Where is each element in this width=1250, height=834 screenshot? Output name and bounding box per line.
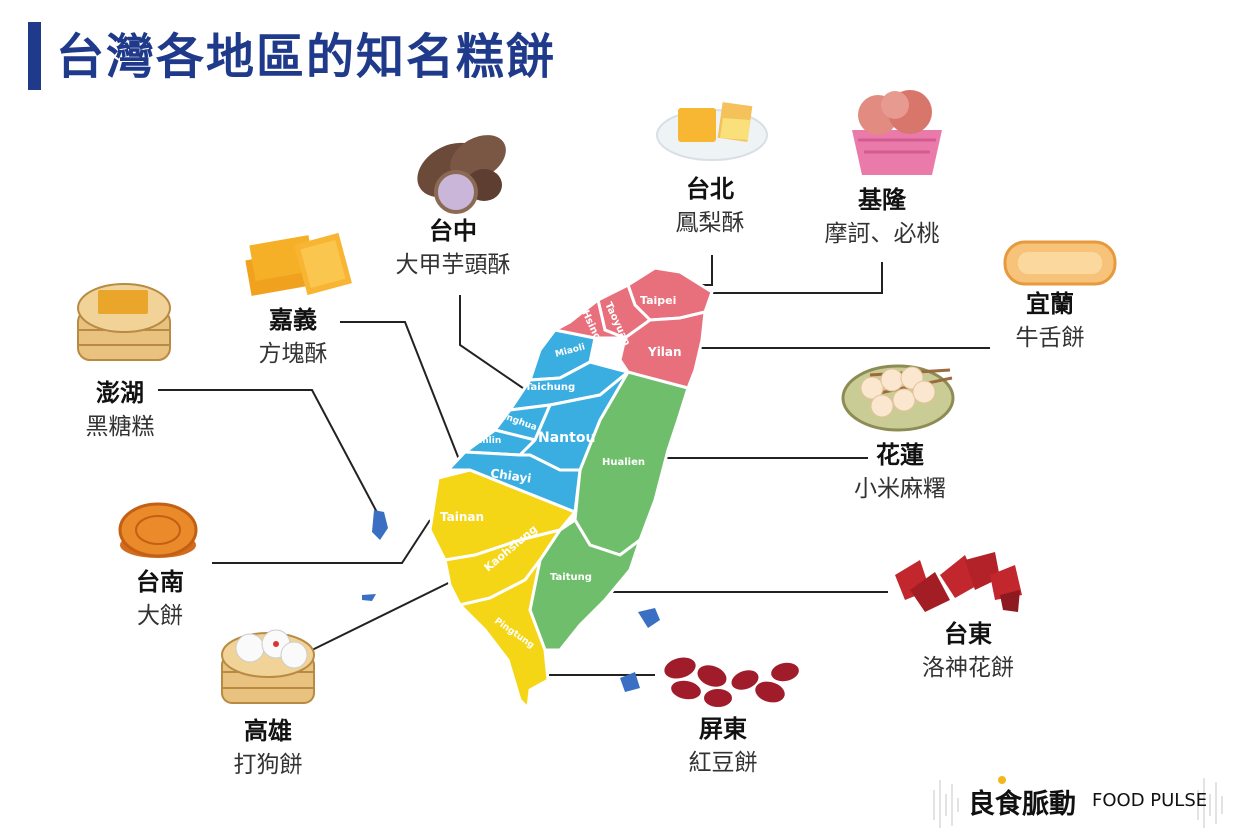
city-name: 台中: [429, 217, 477, 245]
city-name: 台南: [136, 568, 184, 596]
label-keelung: 基隆 摩訶、必桃: [797, 183, 967, 251]
title-accent-bar: [28, 22, 41, 90]
region-label-yunlin: Yunlin: [469, 436, 501, 446]
city-name: 宜蘭: [1026, 290, 1074, 318]
square-cracker-icon: [245, 232, 352, 296]
region-label-hualien: Hualien: [602, 457, 645, 468]
mooncake-icon: [118, 502, 198, 558]
label-taitung: 台東 洛神花餅: [883, 617, 1053, 685]
connector-penghu: [158, 389, 381, 519]
region-label-chiayi: Chiayi: [490, 466, 533, 486]
red-bean-icon: [664, 657, 799, 707]
roselle-icon: [895, 552, 1022, 612]
connector-lines: [158, 255, 990, 676]
label-hualien: 花蓮 小米麻糬: [815, 438, 985, 506]
region-label-tainan: Tainan: [440, 510, 484, 524]
label-pingtung: 屏東 紅豆餅: [638, 712, 808, 780]
region-label-taichung: Taichung: [525, 382, 575, 393]
label-tainan: 台南 大餅: [75, 565, 245, 633]
logo-chinese: 良食脈動: [968, 789, 1076, 820]
logo-english: FOOD PULSE: [1092, 790, 1208, 811]
peach-bun-icon: [852, 90, 942, 175]
region-label-taitung: Taitung: [550, 572, 592, 583]
food-name: 方塊酥: [258, 341, 328, 367]
label-yilan: 宜蘭 牛舌餅: [965, 287, 1135, 355]
city-name: 基隆: [858, 186, 906, 214]
label-taichung: 台中 大甲芋頭酥: [368, 214, 538, 282]
island-orchid: [620, 672, 640, 692]
food-name: 大甲芋頭酥: [395, 252, 511, 278]
region-label-yilan: Yilan: [647, 345, 682, 359]
pineapple-cake-icon: [656, 102, 768, 161]
page-title: 台灣各地區的知名糕餅: [56, 29, 557, 85]
connector-chiayi: [340, 321, 461, 463]
steamer-bun-icon: [221, 629, 315, 704]
city-name: 屏東: [699, 715, 747, 743]
sound-wave-icon: [933, 776, 1223, 828]
connector-keelung: [690, 262, 883, 294]
ox-tongue-cake-icon: [1003, 240, 1117, 286]
label-chiayi: 嘉義 方塊酥: [208, 303, 378, 371]
food-name: 洛神花餅: [922, 655, 1014, 681]
food-name: 大餅: [137, 603, 183, 629]
region-label-nantou: Nantou: [538, 430, 595, 446]
city-name: 嘉義: [269, 306, 317, 334]
city-name: 高雄: [244, 717, 292, 745]
region-label-taipei: Taipei: [640, 294, 676, 307]
label-kaohsiung: 高雄 打狗餅: [183, 714, 353, 782]
label-taipei: 台北 鳳梨酥: [625, 172, 795, 240]
brown-sugar-cake-icon: [77, 283, 171, 361]
city-name: 台北: [686, 175, 734, 203]
connector-tainan: [212, 519, 431, 564]
island-green: [638, 608, 660, 628]
brand-logo: 良食脈動 FOOD PULSE: [930, 770, 1230, 830]
food-name: 黑糖糕: [85, 414, 155, 440]
food-name: 摩訶、必桃: [824, 221, 940, 247]
city-name: 台東: [944, 620, 992, 648]
region-yilan: [618, 310, 707, 390]
label-penghu: 澎湖 黑糖糕: [35, 376, 205, 444]
food-name: 牛舌餅: [1015, 325, 1085, 351]
island-penghu: [372, 510, 388, 540]
food-name: 打狗餅: [233, 752, 303, 778]
food-name: 小米麻糬: [854, 476, 946, 502]
mochi-icon: [841, 364, 955, 432]
city-name: 花蓮: [876, 441, 924, 469]
food-name: 鳳梨酥: [675, 210, 745, 236]
island-penghu-small: [362, 594, 376, 601]
region-chiayi: [444, 450, 582, 515]
region-pingtung: [457, 559, 550, 712]
city-name: 澎湖: [96, 379, 144, 407]
taro-icon: [417, 135, 506, 214]
food-name: 紅豆餅: [688, 750, 758, 776]
